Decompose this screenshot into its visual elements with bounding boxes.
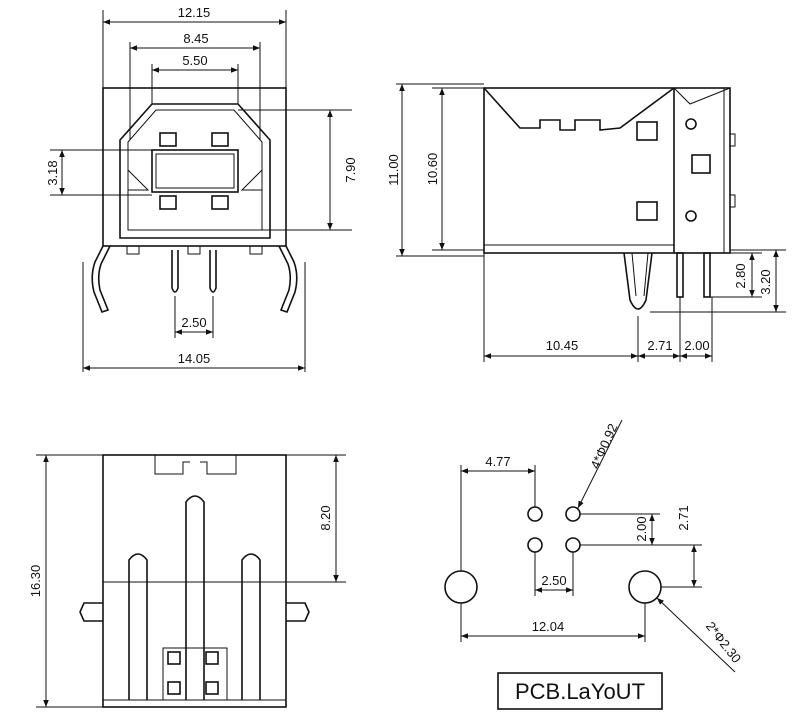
dim-front-height-left: 3.18 [45,160,60,185]
top-pin [185,495,205,700]
dim-pcb-col-pitch: 2.50 [541,573,566,588]
top-side-tab [79,602,103,622]
pcb-hole-small [565,506,581,522]
top-window [205,681,219,695]
dim-side-pin-long: 3.20 [758,269,773,294]
dim-side-height-total: 11.00 [386,154,401,186]
top-side-tab [286,602,310,622]
side-top-profile [483,87,675,131]
front-contact [211,195,229,210]
front-leg-left [91,245,111,313]
side-window [636,201,658,221]
top-pin [128,553,148,700]
front-tab [187,245,201,255]
top-view: 16.30 8.20 [28,454,346,708]
front-pin [209,250,217,293]
front-tongue-inner [155,153,235,189]
dim-side-height-body: 10.60 [425,153,440,186]
dim-pcb-row-pitch: 2.00 [634,516,649,541]
side-pin [703,252,711,298]
dim-pcb-span: 12.04 [532,619,565,634]
side-window [636,121,658,141]
side-body [483,87,731,254]
front-shell-inner [127,109,263,231]
dim-pcb-hole-large: 2*Φ2.30 [703,619,744,666]
front-tab [249,245,263,255]
dim-front-opening: 5.50 [182,53,207,68]
side-hole [685,210,697,222]
dim-side-pin-offset: 2.71 [647,338,672,353]
side-hole [685,118,697,130]
top-window [167,651,181,665]
dim-front-overall-top: 12.15 [178,5,211,20]
front-shell-outer [119,103,271,239]
pcb-hole-small [527,506,543,522]
dim-side-depth: 10.45 [546,338,579,353]
front-tab [126,245,140,255]
side-pin [676,252,684,298]
dim-side-pin-short: 2.80 [733,263,748,288]
dim-front-overall-bottom: 14.05 [178,351,211,366]
side-view: 11.00 10.60 2.80 3.20 10.45 2.71 2.00 [386,83,786,362]
dim-top-depth: 16.30 [28,565,43,598]
pcb-hole-small [565,537,581,553]
top-body [102,454,287,708]
pcb-layout-view: 4.77 4*Φ0.92 2.00 2.71 2.50 12.04 2*Φ2.3… [444,419,744,710]
side-window [691,154,711,174]
front-view: 12.15 8.45 5.50 3.18 7.90 2.50 14.05 [45,5,358,372]
front-contact [159,132,177,147]
top-window [205,651,219,665]
pcb-hole-small [527,537,543,553]
pcb-hole-large [444,570,478,604]
dim-side-pin-pitch: 2.00 [684,338,709,353]
dim-pcb-offset: 4.77 [485,454,510,469]
front-contact [159,195,177,210]
front-pin [171,250,179,293]
top-pin [241,553,261,700]
pcb-title-box [497,672,663,710]
side-leg [623,252,653,310]
dim-front-height-right: 7.90 [343,157,358,182]
dim-front-inner-width: 8.45 [183,31,208,46]
pcb-title: PCB.LaYoUT [515,679,645,704]
dim-top-pin-length: 8.20 [318,505,333,530]
pcb-hole-large [628,570,662,604]
dim-pcb-row-offset: 2.71 [676,505,691,530]
front-contact [211,132,229,147]
front-tongue [151,149,239,193]
dim-pcb-hole-small: 4*Φ0.92 [587,421,620,471]
front-latch [127,169,150,191]
dim-front-pin-pitch: 2.50 [181,315,206,330]
front-leg-right [278,245,298,313]
top-window [167,681,181,695]
front-latch [240,169,263,191]
